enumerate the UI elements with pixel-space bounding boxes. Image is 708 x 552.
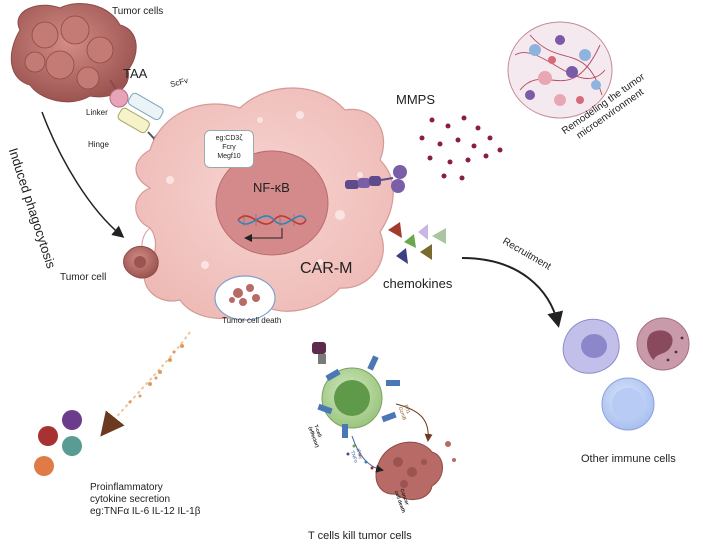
tumor-cell-cluster <box>10 3 137 103</box>
killed-tumor-cell <box>375 441 456 501</box>
effector-dots <box>346 444 374 470</box>
surface-receptor-purple <box>345 165 407 193</box>
label-taa: TAA <box>123 66 148 81</box>
label-car-m: CAR-M <box>300 260 353 277</box>
cytokine-spheres <box>34 410 82 476</box>
tumor-cell-engulfing <box>123 245 159 279</box>
tumor-microenvironment <box>507 21 613 119</box>
other-immune-cells <box>562 317 690 431</box>
receptor-example-2: Megf10 <box>217 153 241 160</box>
phagosome-tumor-death <box>214 275 276 321</box>
label-tumor-cell: Tumor cell <box>60 272 107 283</box>
recruitment-arrow <box>461 257 564 328</box>
label-tumor-cells: Tumor cells <box>112 6 164 17</box>
label-t-cells-kill: T cells kill tumor cells <box>308 530 412 542</box>
label-other-immune-cells: Other immune cells <box>581 453 676 465</box>
cytokine-secretion-trail <box>100 331 191 437</box>
perforin-arrow <box>395 403 433 442</box>
mmp-dots <box>419 115 503 181</box>
label-tumor-cell-death: Tumor cell death <box>222 316 282 325</box>
taa-antigen <box>109 79 129 108</box>
label-cytokine-line2: cytokine secretion <box>90 494 171 505</box>
label-cytokine-secretion: Proinflammatory cytokine secretion eg:TN… <box>90 482 200 518</box>
t-cell-engagement <box>312 342 400 438</box>
label-chemokines: chemokines <box>383 276 453 291</box>
label-hinge: Hinge <box>88 140 109 149</box>
label-mmps: MMPS <box>396 92 435 107</box>
label-linker: Linker <box>86 108 108 117</box>
receptor-examples-box: eg:CD3ζ Fcrγ Megf10 <box>204 130 254 168</box>
label-nfkb: NF-κB <box>253 180 290 195</box>
nucleus <box>215 150 329 256</box>
receptor-example-0: eg:CD3ζ <box>215 135 243 142</box>
receptor-example-1: Fcrγ <box>222 144 236 151</box>
label-cytokine-line1: Proinflammatory <box>90 482 163 493</box>
chemokine-triangles <box>388 222 446 264</box>
induced-phagocytosis-arrow <box>41 111 125 238</box>
label-cytokine-line3: eg:TNFα IL-6 IL-12 IL-1β <box>90 506 201 517</box>
